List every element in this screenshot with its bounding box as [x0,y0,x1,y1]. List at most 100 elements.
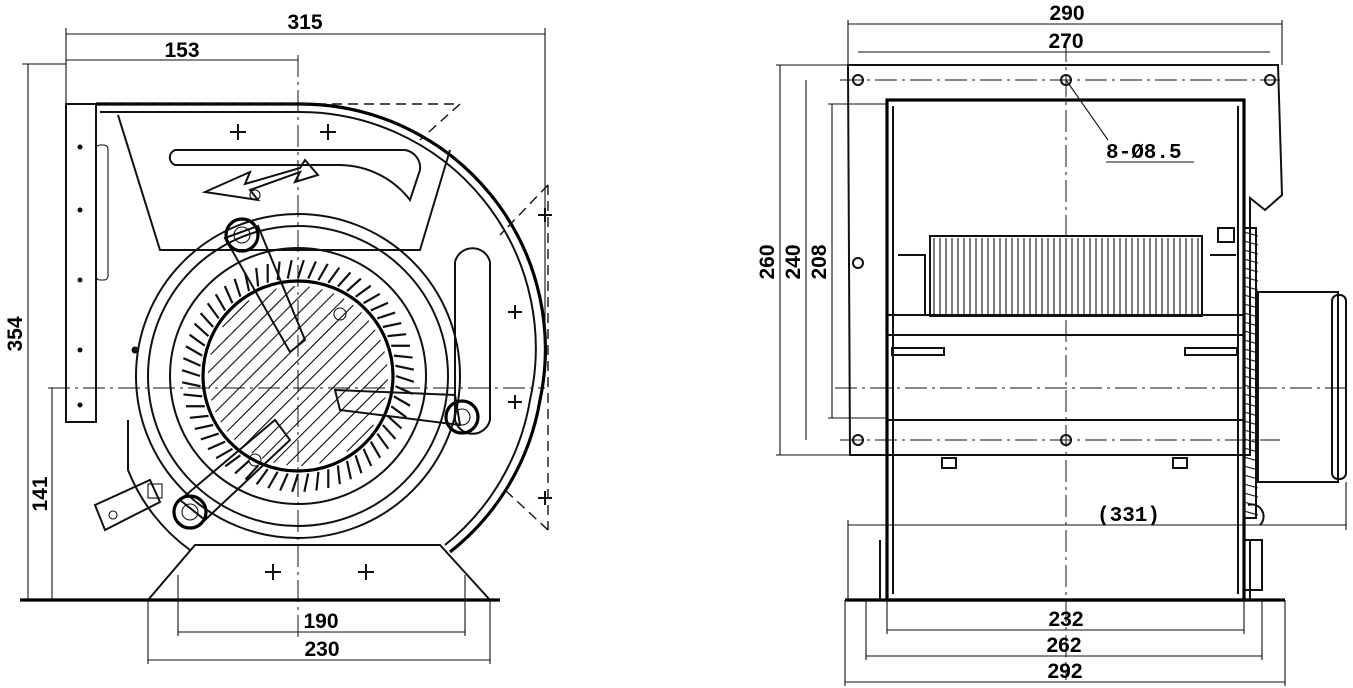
flange-hole [852,257,864,269]
impeller-blade [193,322,210,337]
dim-190: 190 [303,610,338,633]
impeller-blade [354,284,372,298]
motor-fin [215,293,335,413]
motor-cooling-fin [1243,447,1259,453]
cross-mark [508,305,522,319]
impeller-blade [327,266,341,284]
impeller-blade [255,468,269,486]
dim-292: 292 [1047,660,1082,683]
mounting-plate-edge [117,114,451,251]
impeller-blade [337,271,352,288]
cross-mark [358,564,374,580]
impeller-blade [362,448,373,467]
motor-fin [286,364,388,466]
motor-cooling-fin [1243,429,1259,435]
dim-230: 230 [304,638,339,661]
dim-262: 262 [1046,634,1081,657]
dim-315: 315 [287,11,322,34]
right-slot [454,247,491,435]
impeller-blade [183,393,203,398]
motor-cooling-fin [1243,249,1259,255]
motor-fin [251,329,376,454]
impeller-blade [200,432,220,441]
impeller-blade [286,259,293,279]
impeller-blade [233,278,242,298]
motor-fin [210,288,277,355]
impeller-blade [395,374,415,383]
motor-fin [210,288,323,401]
motor-cooling-fin [1243,240,1259,246]
impeller-blade [255,267,260,287]
impeller-blade [303,473,310,493]
impeller-blade [315,471,320,491]
impeller-blade [354,454,363,474]
arm-bolt [172,494,208,530]
motor-fin [208,286,310,388]
motor-cooling-fin [1243,303,1259,309]
dim-141: 141 [29,476,52,511]
motor-cooling-fin [1243,384,1259,390]
motor-fin [273,351,386,464]
impeller-blade [207,440,226,451]
impeller-blade [291,473,300,493]
cable-clamp [93,478,162,532]
motor-cooling-fin [1243,321,1259,327]
flange-hole [77,347,83,353]
flange-hole [1264,74,1276,86]
hole-callout: 8-Ø8.5 [1106,142,1182,165]
motor-fin [319,397,386,464]
dim-153: 153 [164,39,199,62]
flange-hole [77,402,83,408]
impeller-blade [215,447,233,460]
impeller-blade [376,432,390,450]
motor-cooling-fin [1243,474,1259,480]
flange-slot [95,144,109,281]
small-hole [249,189,261,201]
side-tab [891,347,945,356]
motor-cooling-fin [1243,285,1259,291]
motor-cooling-fin [1243,510,1259,516]
dim-208: 208 [808,244,831,279]
impeller [929,235,1203,317]
motor-cooling-fin [1243,465,1259,471]
rotation-arrow [201,158,320,202]
front-dimensions: 315 153 354 141 190 230 [4,11,546,664]
cross-mark [265,564,281,580]
impeller-blade [393,354,413,359]
impeller-blade [370,301,389,312]
clamp-screw [147,483,163,499]
leader-line [1065,79,1109,141]
inlet-cone [898,254,1236,315]
impeller-blade [185,345,203,357]
motor-cooling-fin [1243,276,1259,282]
foot-stud [941,457,957,469]
motor-cooling-fin [1243,294,1259,300]
motor-cooling-fin [1243,366,1259,372]
foot-stud [1172,457,1188,469]
arm-bolt [444,399,480,435]
impeller-blade [369,441,382,459]
motor-cooling-fin [1243,339,1259,345]
motor-cooling-fin [1243,258,1259,264]
scroll-housing-inner [100,110,537,546]
outlet-flange [846,64,1284,456]
impeller-blade [376,311,396,320]
motor-fin [226,304,354,432]
dim-270: 270 [1048,30,1083,53]
flange-hole [852,434,864,446]
dim-260: 260 [756,244,779,279]
motor-fins [207,285,389,467]
scroll-housing-outer [96,102,547,554]
impeller-blade [317,263,329,281]
motor-fin [346,424,374,452]
motor-cooling-fin [1243,312,1259,318]
impeller-blade [267,471,279,489]
arm-bolt-inner [233,226,251,244]
cross-mark [538,491,552,505]
motor-endcap [1331,294,1347,480]
small-bolt [333,307,347,321]
cable [1247,503,1265,526]
motor-cooling-fin [1243,483,1259,489]
motor-cooling-fin [1243,267,1259,273]
